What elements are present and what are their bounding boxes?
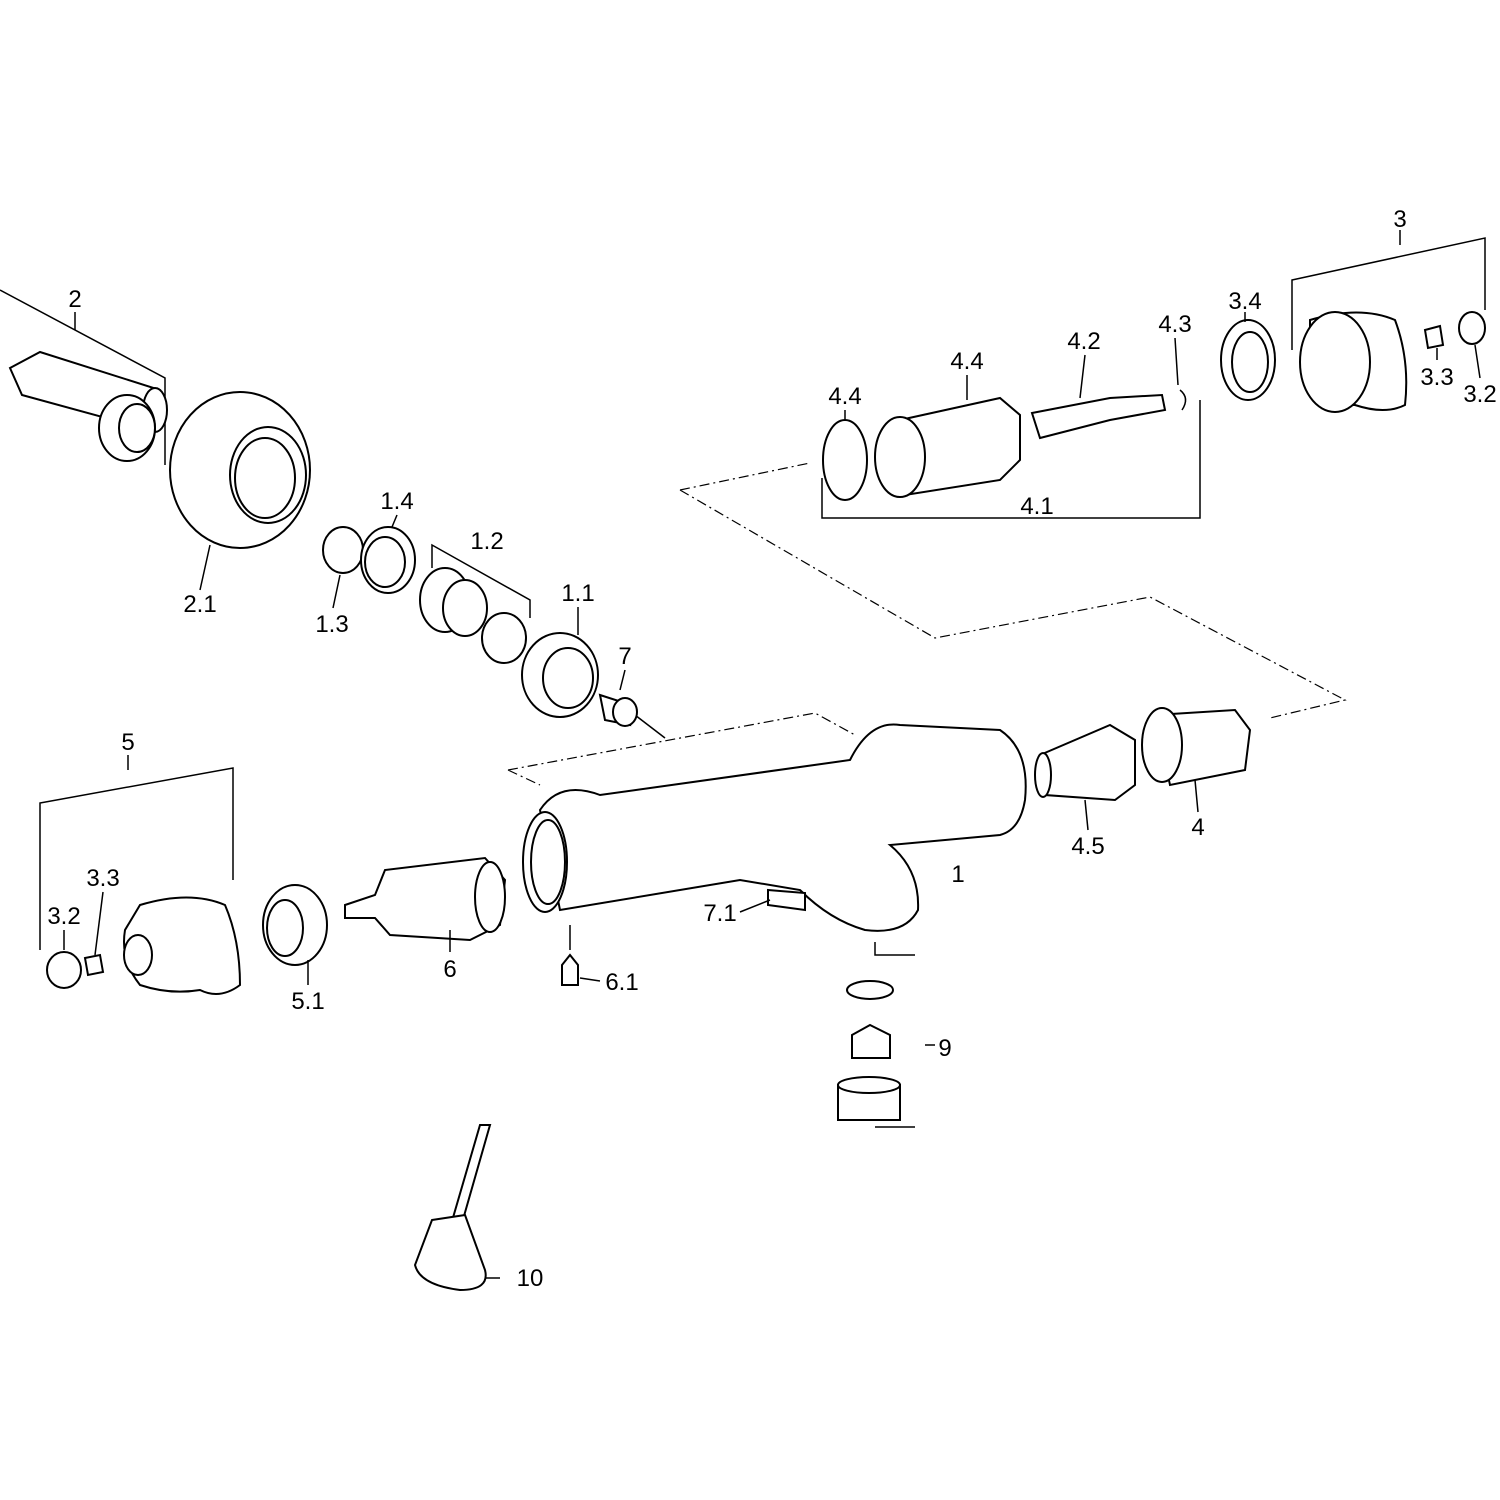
label-4-1: 4.1 bbox=[1020, 493, 1053, 520]
label-9: 9 bbox=[938, 1035, 951, 1062]
label-7-1: 7.1 bbox=[703, 900, 736, 927]
label-4: 4 bbox=[1191, 814, 1204, 841]
part-6-thermo-cartridge[interactable] bbox=[344, 856, 507, 942]
label-5: 5 bbox=[121, 729, 134, 756]
bracket-5 bbox=[39, 767, 234, 950]
part-6-1-screw[interactable] bbox=[561, 953, 579, 986]
bracket-3 bbox=[1291, 237, 1486, 350]
part-1-1-nut[interactable] bbox=[521, 632, 599, 718]
label-1-3: 1.3 bbox=[315, 611, 348, 638]
label-1: 1 bbox=[951, 861, 964, 888]
part-5-1-adapter[interactable] bbox=[262, 884, 328, 966]
label-4-2: 4.2 bbox=[1067, 328, 1100, 355]
label-3-2: 3.2 bbox=[47, 903, 80, 930]
part-2-1-escutcheon[interactable] bbox=[169, 391, 311, 549]
label-6: 6 bbox=[443, 956, 456, 983]
part-1-4-disc[interactable] bbox=[360, 526, 416, 594]
bracket-2 bbox=[0, 289, 166, 465]
label-5-1: 5.1 bbox=[291, 988, 324, 1015]
part-4-4-oring[interactable] bbox=[822, 419, 868, 501]
part-5-handle[interactable] bbox=[123, 896, 242, 995]
label-2: 2 bbox=[68, 286, 81, 313]
part-10-tool[interactable] bbox=[413, 1124, 492, 1292]
bracket-4-1 bbox=[821, 400, 1201, 519]
label-10: 10 bbox=[517, 1265, 544, 1292]
label-1-1: 1.1 bbox=[561, 580, 594, 607]
label-4-4: 4.4 bbox=[828, 383, 861, 410]
label-6-1: 6.1 bbox=[605, 969, 638, 996]
part-1-2-oring[interactable] bbox=[481, 612, 527, 664]
part-2-spindle[interactable] bbox=[8, 350, 168, 462]
label-1-4: 1.4 bbox=[380, 488, 413, 515]
label-3: 3 bbox=[1393, 206, 1406, 233]
part-4-thermostat-unit[interactable] bbox=[1141, 707, 1252, 787]
part-3-4-ring[interactable] bbox=[1220, 319, 1276, 401]
part-7-plug[interactable] bbox=[598, 693, 638, 727]
label-4-3: 4.3 bbox=[1158, 311, 1191, 338]
leader bbox=[874, 942, 915, 1128]
label-3-2: 3.2 bbox=[1463, 381, 1496, 408]
part-1-body[interactable] bbox=[522, 723, 1027, 932]
part-9-washer[interactable] bbox=[846, 980, 894, 1000]
part-4-4-sleeve[interactable] bbox=[874, 396, 1021, 498]
assembly-line bbox=[634, 714, 666, 739]
part-4-2-spindle[interactable] bbox=[1030, 393, 1167, 440]
part-1-3-oring[interactable] bbox=[322, 526, 364, 574]
label-1-2: 1.2 bbox=[470, 528, 503, 555]
label-3-3: 3.3 bbox=[1420, 364, 1453, 391]
label-4-5: 4.5 bbox=[1071, 833, 1104, 860]
part-3-2-cap[interactable] bbox=[1458, 311, 1486, 345]
label-3-3: 3.3 bbox=[86, 865, 119, 892]
part-9-aerator[interactable] bbox=[837, 1076, 901, 1121]
leader bbox=[63, 230, 1481, 1279]
part-4-3-clip[interactable] bbox=[1179, 389, 1187, 411]
label-7: 7 bbox=[618, 643, 631, 670]
part-3-2-cap[interactable] bbox=[46, 951, 82, 989]
label-4-4: 4.4 bbox=[950, 348, 983, 375]
part-9-flow-regulator[interactable] bbox=[851, 1023, 891, 1059]
assembly-line bbox=[679, 462, 1347, 719]
bracket-1-2 bbox=[431, 543, 531, 618]
part-3-handle[interactable] bbox=[1299, 311, 1408, 413]
label-2-1: 2.1 bbox=[183, 591, 216, 618]
part-3-3-screw[interactable] bbox=[1423, 324, 1445, 350]
part-1-2-valve[interactable] bbox=[419, 567, 488, 637]
part-3-3-screw[interactable] bbox=[83, 953, 105, 977]
label-3-4: 3.4 bbox=[1228, 288, 1261, 315]
assembly-line bbox=[507, 712, 856, 786]
part-4-5-cartridge[interactable] bbox=[1034, 723, 1136, 802]
